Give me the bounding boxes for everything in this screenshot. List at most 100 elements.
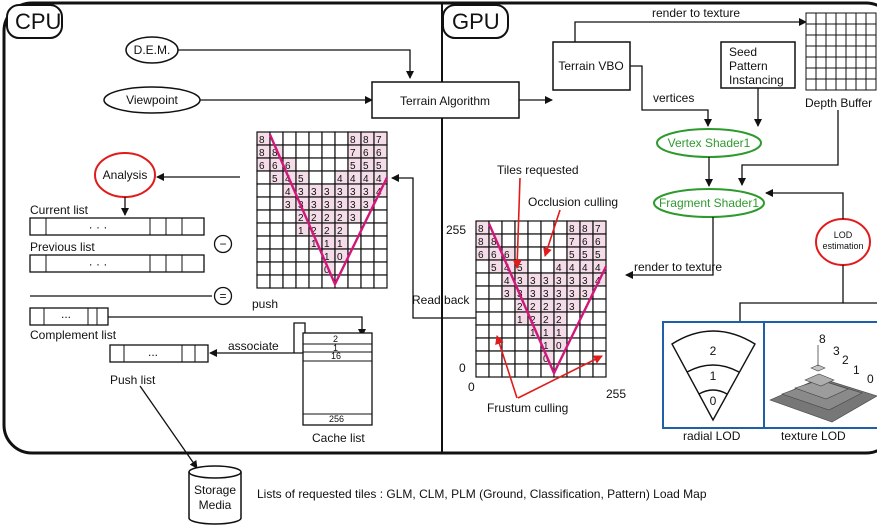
estimation-label: estimation	[822, 241, 863, 251]
depth-buffer-cell	[835, 78, 847, 91]
texture-level-2: 2	[842, 353, 849, 367]
cpu-grid-cell	[295, 248, 310, 263]
gpu-grid-cell-value: 3	[530, 276, 536, 287]
cache-entry-2: 2	[333, 334, 338, 344]
gpu-grid-cell-value: 3	[582, 276, 588, 287]
depth-buffer-cell	[815, 12, 827, 25]
cpu-grid-cell	[269, 261, 284, 276]
cpu-grid-cell	[256, 209, 271, 224]
depth-buffer-cell	[815, 56, 827, 69]
equals-operator	[213, 286, 233, 306]
cpu-grid-cell-value: 3	[363, 200, 369, 211]
cpu-title-box	[6, 4, 63, 39]
cpu-grid-cell	[269, 209, 284, 224]
cpu-grid-cell	[269, 235, 284, 250]
gpu-grid-cell	[553, 246, 568, 261]
gpu-grid-cell	[488, 350, 503, 365]
fragment-shader-label: Fragment Shader1	[659, 196, 759, 210]
depth-buffer-cell	[845, 45, 857, 58]
gpu-grid-cell-value: 3	[517, 276, 523, 287]
cpu-grid-cell	[256, 248, 271, 263]
cpu-grid-cell-value: 8	[259, 135, 265, 146]
minus-operator	[213, 234, 233, 254]
depth-buffer-cell	[855, 23, 867, 36]
gpu-grid-cell	[527, 246, 542, 261]
gpu-grid-cell	[488, 311, 503, 326]
gpu-grid-cell-value: 5	[569, 250, 575, 261]
gpu-grid-cell-value: 6	[491, 250, 497, 261]
gpu-grid-cell-value: 6	[478, 250, 484, 261]
storage-caption: Lists of requested tiles : GLM, CLM, PLM…	[257, 487, 707, 501]
gpu-grid-cell	[592, 363, 607, 378]
axis-y-top: 255	[446, 223, 466, 237]
depth-buffer-cell	[825, 34, 837, 47]
push-label: push	[252, 297, 278, 311]
cpu-grid-cell	[282, 274, 297, 289]
gpu-grid-cell	[488, 298, 503, 313]
gpu-grid-cell-value: 8	[569, 224, 575, 235]
vertex-shader-label: Vertex Shader1	[668, 136, 751, 150]
cpu-grid-cell-value: 4	[350, 174, 356, 185]
cpu-grid-cell	[295, 274, 310, 289]
cpu-grid-cell	[347, 261, 362, 276]
cpu-grid-cell-value: 4	[363, 174, 369, 185]
gpu-grid-cell-value: 4	[556, 263, 562, 274]
render-to-texture-top-arrow	[574, 18, 807, 42]
cpu-grid-cell	[373, 222, 388, 237]
gpu-grid-cell	[475, 363, 490, 378]
gpu-grid-cell	[501, 298, 516, 313]
frustum-arrow-left	[495, 335, 518, 399]
cpu-grid-cell-value: 3	[311, 200, 317, 211]
gpu-grid-cell-value: 6	[595, 237, 601, 248]
depth-buffer-cell	[815, 34, 827, 47]
depth-buffer-cell	[825, 23, 837, 36]
render-to-texture-top-label: render to texture	[652, 6, 740, 20]
gpu-grid-cell-value: 3	[530, 289, 536, 300]
terrain-algorithm-box	[371, 81, 520, 119]
gpu-grid-cell-value: 4	[504, 276, 510, 287]
depth-buffer-cell	[825, 12, 837, 25]
gpu-grid-cell-value: 6	[504, 250, 510, 261]
axis-x-left: 0	[468, 380, 475, 394]
gpu-grid-cell-value: 3	[543, 289, 549, 300]
tiles-requested-arrow	[512, 177, 522, 269]
cpu-grid-cell-value: 6	[285, 161, 291, 172]
current-list-dots: · · ·	[89, 220, 108, 234]
cpu-grid-cell	[308, 170, 323, 185]
cpu-grid-cell	[282, 235, 297, 250]
occlusion-culling-label: Occlusion culling	[528, 195, 618, 209]
seed-label: Seed	[729, 45, 757, 59]
gpu-grid-cell-value: 2	[530, 315, 536, 326]
gpu-grid-cell-value: 8	[478, 237, 484, 248]
texture-lod-pyramid	[769, 345, 877, 423]
gpu-grid-cell	[475, 259, 490, 274]
cpu-grid-cell	[308, 157, 323, 172]
gpu-grid-cell-value: 5	[582, 250, 588, 261]
cpu-grid-cell-value: 1	[324, 252, 330, 263]
render-to-texture-mid-label: render to texture	[634, 260, 722, 274]
cpu-grid-cell	[360, 248, 375, 263]
gpu-grid-cell-value: 3	[582, 289, 588, 300]
cpu-grid-cell	[308, 131, 323, 146]
previous-list-dots: · · ·	[89, 257, 108, 271]
depth-buffer-cell	[845, 23, 857, 36]
gpu-grid-cell	[501, 220, 516, 235]
cpu-grid-cell	[373, 209, 388, 224]
gpu-grid-cell-value: 1	[530, 328, 536, 339]
depth-buffer-cell	[825, 78, 837, 91]
frustum-culling-label: Frustum culling	[487, 401, 568, 415]
cpu-grid-cell-value: 2	[337, 213, 343, 224]
gpu-grid-cell	[475, 324, 490, 339]
gpu-grid-cell-value: 3	[569, 302, 575, 313]
texture-level-1: 1	[853, 363, 860, 377]
cpu-grid-cell	[295, 144, 310, 159]
cpu-grid-cell	[347, 274, 362, 289]
cpu-grid-cell-value: 0	[337, 252, 343, 263]
depth-buffer-cell	[835, 45, 847, 58]
push-list-dots: ...	[148, 345, 158, 359]
cpu-grid-cell	[360, 235, 375, 250]
lod-to-fragment-arrow	[765, 189, 844, 219]
radial-level-0: 0	[710, 394, 717, 408]
previous-list-bar	[29, 254, 205, 273]
axis-x-right: 255	[606, 387, 626, 401]
